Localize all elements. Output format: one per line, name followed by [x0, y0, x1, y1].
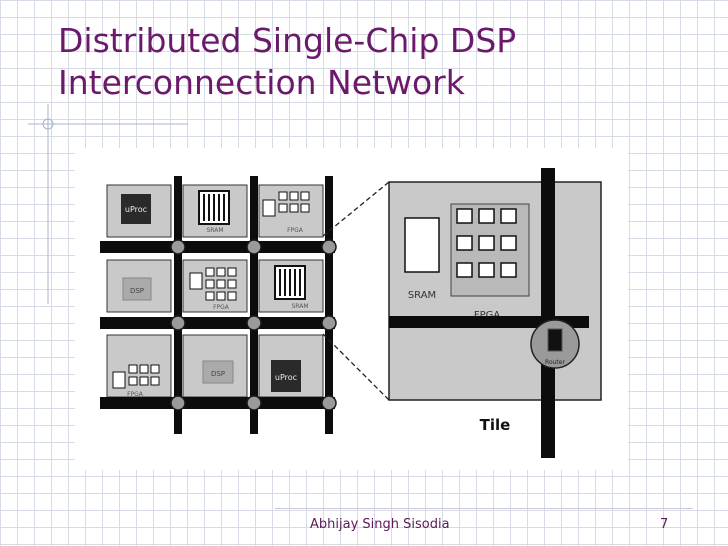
- grid-tile-r0c1: SRAM: [182, 184, 248, 238]
- grid-tile-label: SRAM: [291, 303, 308, 310]
- sram-block: [404, 217, 440, 273]
- interconnect-buses: [100, 176, 335, 434]
- title-line-2: Interconnection Network: [58, 63, 465, 102]
- diagram-svg: uProc SRAM FPGA DSP: [100, 168, 602, 458]
- grid-tile-r2c0: FPGA: [106, 334, 172, 398]
- grid-tile-label: FPGA: [213, 304, 230, 311]
- detail-fpga-label: FPGA: [474, 310, 501, 321]
- zoom-lines: [322, 181, 390, 401]
- detail-sram-label: SRAM: [408, 290, 436, 301]
- title-line-1: Distributed Single-Chip DSP: [58, 21, 517, 60]
- author-name: Abhijay Singh Sisodia: [310, 517, 450, 532]
- footer-divider: [275, 508, 693, 509]
- page-number: 7: [660, 517, 669, 532]
- grid-tile-label: DSP: [211, 370, 225, 378]
- grid-tile-r0c0: uProc: [106, 184, 172, 238]
- grid-tile-r1c2: SRAM: [258, 259, 324, 313]
- grid-tile-label: uProc: [275, 373, 297, 382]
- grid-tile-r1c1: FPGA: [182, 259, 248, 313]
- detail-horizontal-bus: [389, 316, 589, 328]
- decorative-crosshair-lines: [28, 104, 188, 304]
- tile-caption: Tile: [480, 416, 511, 434]
- grid-tile-label: uProc: [125, 205, 147, 214]
- slide-footer: Abhijay Singh Sisodia 7: [0, 508, 728, 540]
- interconnect-diagram: uProc SRAM FPGA DSP: [75, 148, 628, 470]
- detail-router-label: Router: [545, 359, 565, 366]
- grid-tile-r2c1: DSP: [182, 334, 248, 398]
- detail-router: Router: [530, 319, 580, 369]
- detail-tile: SRAM FPGA Router Tile: [388, 168, 602, 458]
- grid-tile-label: FPGA: [287, 227, 304, 234]
- grid-tile-r0c2: FPGA: [258, 184, 324, 238]
- grid-tile-r1c0: DSP: [106, 259, 172, 313]
- detail-vertical-bus: [541, 168, 555, 458]
- grid-tile-label: FPGA: [127, 391, 144, 398]
- fpga-block: [450, 203, 530, 297]
- grid-tile-label: SRAM: [206, 227, 223, 234]
- grid-tile-label: DSP: [130, 287, 144, 295]
- grid-tile-r2c2: uProc: [258, 334, 324, 398]
- slide-title: Distributed Single-Chip DSP Interconnect…: [58, 20, 658, 104]
- router-nodes: [170, 239, 337, 411]
